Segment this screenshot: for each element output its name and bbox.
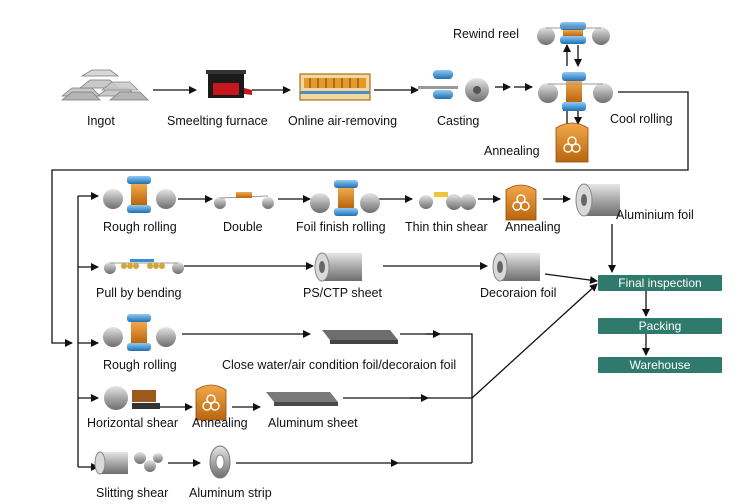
ingot-icon [60, 69, 149, 101]
warehouse-box: Warehouse [598, 357, 722, 373]
label-slitting-shear: Slitting shear [96, 486, 169, 500]
label-annealing-row4: Annealing [192, 416, 248, 430]
pull-bending-icon [104, 259, 184, 274]
label-aluminum-strip: Aluminum strip [189, 486, 272, 500]
label-rough-rolling-1: Rough rolling [103, 220, 177, 234]
annealing-row4-icon [195, 384, 227, 421]
casting-icon [418, 70, 489, 102]
label-casting: Casting [437, 114, 480, 128]
annealing-icon [555, 122, 589, 163]
label-foil-finish-rolling: Foil finish rolling [296, 220, 386, 234]
slitting-shear-icon [94, 451, 163, 475]
label-ps-ctp-sheet: PS/CTP sheet [303, 286, 382, 300]
label-double: Double [223, 220, 263, 234]
label-annealing-row1: Annealing [505, 220, 561, 234]
label-rewind-reel: Rewind reel [453, 27, 520, 41]
packing-box: Packing [598, 318, 722, 334]
plate-icon [322, 330, 398, 344]
label-aluminum-sheet: Aluminum sheet [268, 416, 358, 430]
annealing-row1-icon [505, 184, 537, 221]
rough-rolling-icon [103, 176, 176, 213]
cool-rolling-icon [538, 72, 613, 111]
thin-shear-icon [419, 192, 476, 210]
label-smelting-furnace: Smeelting furnace [167, 114, 268, 128]
final-inspection-box: Final inspection [598, 275, 722, 291]
label-ingot: Ingot [87, 114, 115, 128]
flow-arrows [51, 44, 689, 471]
label-horizontal-shear: Horizontal shear [87, 416, 179, 430]
label-aluminium-foil: Aluminium foil [616, 208, 694, 222]
decoration-foil-icon [492, 252, 540, 282]
air-removing-icon [299, 73, 371, 101]
rewind-reel-icon [537, 22, 610, 45]
ps-ctp-sheet-icon [314, 252, 362, 282]
double-icon [214, 192, 274, 209]
horizontal-shear-icon [104, 386, 160, 410]
label-pull-by-bending: Pull by bending [96, 286, 182, 300]
label-close-water-air: Close water/air condition foil/decoraion… [222, 358, 457, 372]
furnace-icon [206, 70, 252, 98]
label-annealing-top: Annealing [484, 144, 540, 158]
aluminum-strip-icon [209, 445, 231, 479]
foil-finish-rolling-icon [310, 180, 380, 216]
label-cool-rolling: Cool rolling [610, 112, 673, 126]
aluminium-foil-icon [575, 183, 620, 217]
label-online-air-removing: Online air-removing [288, 114, 398, 128]
connector-to-branches [51, 91, 689, 347]
rough-rolling-2-icon [103, 314, 176, 351]
label-thin-thin-shear: Thin thin shear [405, 220, 488, 234]
aluminum-sheet-icon [266, 392, 338, 406]
label-rough-rolling-2: Rough rolling [103, 358, 177, 372]
label-decoraion-foil: Decoraion foil [480, 286, 557, 300]
